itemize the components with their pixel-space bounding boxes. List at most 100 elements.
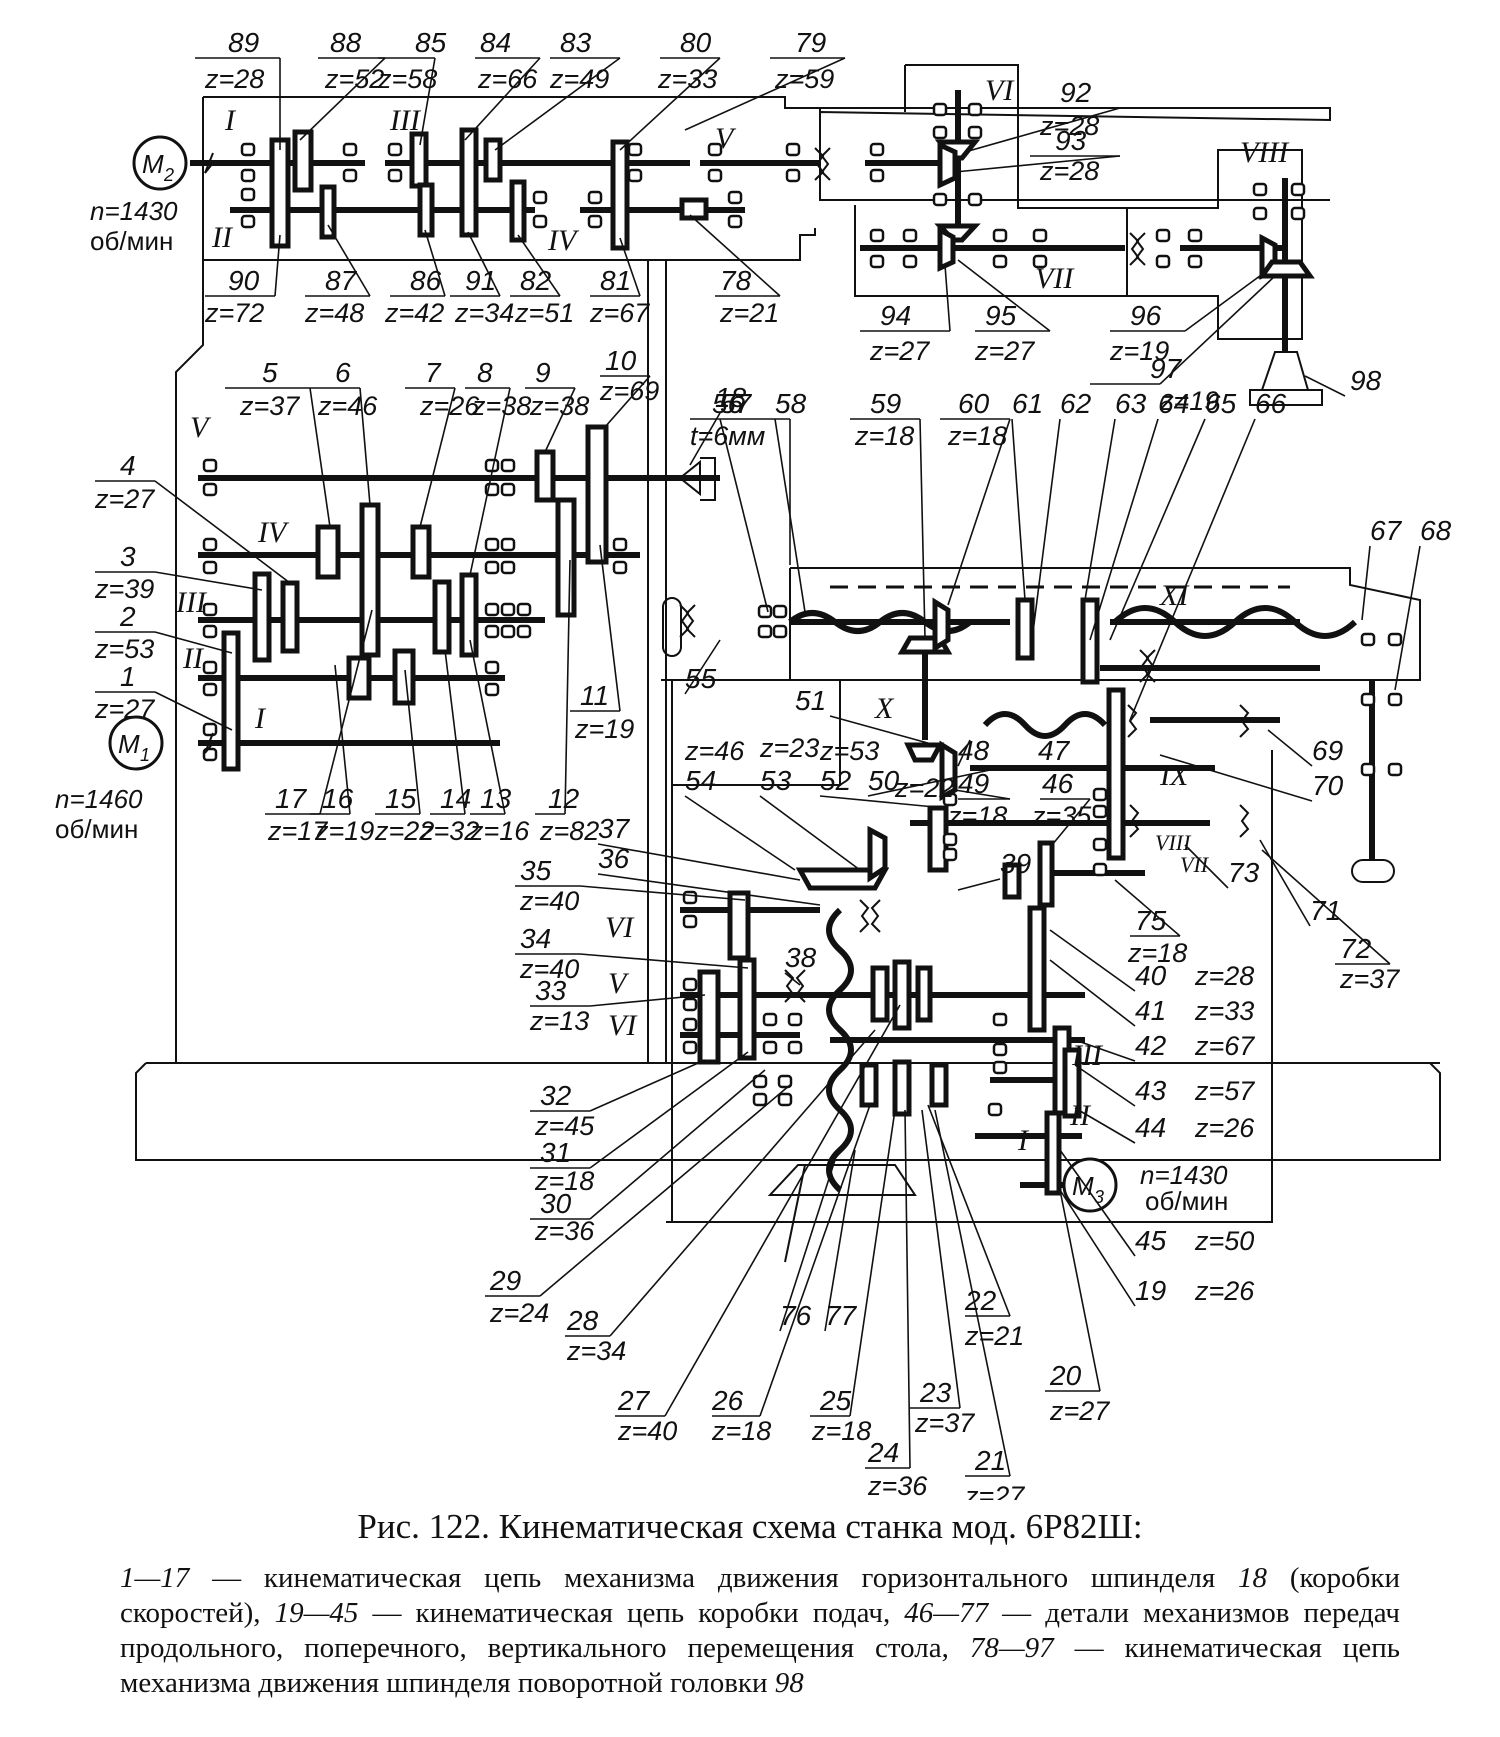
tooth-count: z=27	[1049, 1396, 1110, 1426]
part-number: 21	[974, 1445, 1006, 1476]
svg-text:VIII: VIII	[1240, 136, 1290, 169]
bearing-icon	[516, 602, 532, 617]
tooth-count: z=67	[589, 298, 650, 328]
part-label-85: 85z=58	[377, 27, 447, 94]
part-label-34: 34z=40	[519, 923, 579, 984]
bearing-icon	[772, 624, 788, 639]
svg-text:I: I	[1017, 1124, 1030, 1157]
part-label-27: 27z=40	[617, 1385, 677, 1446]
bearing-icon	[1360, 692, 1376, 707]
bearing-icon	[387, 168, 403, 183]
bearing-icon	[992, 1012, 1008, 1027]
bearing-icon	[202, 482, 218, 497]
part-number: 95	[985, 300, 1017, 331]
leader-line	[1361, 545, 1371, 621]
part-label-94: 94z=27	[869, 300, 930, 366]
leader-line	[1084, 418, 1116, 601]
part-label-46: 46z=35	[1031, 768, 1092, 831]
part-number: 73	[1228, 857, 1260, 888]
bearing-icon	[992, 254, 1008, 269]
tooth-count: z=18	[811, 1416, 871, 1446]
motor-m1: M 1 n=1460 об/мин	[55, 715, 164, 844]
part-number: 54	[685, 765, 716, 796]
bearing-icon	[1155, 254, 1171, 269]
tooth-count: z=38	[471, 391, 531, 421]
bearing-icon	[987, 1102, 1003, 1117]
part-number: 18	[715, 382, 747, 413]
leader-line	[419, 57, 436, 146]
part-number: 26	[711, 1385, 744, 1416]
bearing-icon	[932, 125, 948, 140]
tooth-count: z=40	[617, 1416, 677, 1446]
bearing-icon	[869, 142, 885, 157]
svg-text:1: 1	[140, 745, 150, 765]
part-label-17: 17z=17	[267, 783, 328, 846]
leader-line	[1159, 754, 1313, 802]
part-number: 33	[535, 975, 567, 1006]
svg-text:n=1460: n=1460	[55, 784, 143, 814]
part-label-37: 37	[598, 813, 631, 844]
part-number: 55	[685, 663, 717, 694]
bearing-icon	[484, 624, 500, 639]
bearing-icon	[682, 890, 698, 905]
leader-line	[1051, 798, 1091, 846]
tooth-count: z=69	[599, 376, 659, 406]
part-label-25: 25z=18	[811, 1385, 871, 1446]
part-number: 72	[1340, 933, 1372, 964]
part-label-21: 21z=27	[964, 1445, 1025, 1500]
leader-line	[1259, 839, 1311, 927]
part-number: 19	[1135, 1275, 1166, 1306]
part-label-59: 59z=18	[854, 388, 914, 451]
bearing-icon	[1252, 182, 1268, 197]
bearing-icon	[240, 187, 256, 202]
part-number: 31	[540, 1137, 571, 1168]
part-label-20: 20z=27	[1049, 1360, 1110, 1426]
tooth-count: z=36	[534, 1216, 595, 1246]
svg-text:3: 3	[1094, 1187, 1104, 1207]
bearing-icon	[777, 1074, 793, 1089]
part-number: 29	[489, 1265, 521, 1296]
part-number: 78	[720, 265, 752, 296]
leader-line	[619, 57, 721, 151]
leader-line	[1011, 418, 1026, 601]
leader-line	[327, 224, 371, 297]
part-number: 89	[228, 27, 259, 58]
leader-line	[1129, 418, 1256, 721]
tooth-count: z=37	[914, 1408, 975, 1438]
leader-line	[579, 953, 749, 969]
part-number: 56	[712, 388, 744, 419]
tooth-count: z=19	[314, 816, 374, 846]
bearing-icon	[484, 660, 500, 675]
tooth-count: z=19	[1159, 386, 1219, 416]
bearing-icon	[202, 722, 218, 737]
part-number: 65	[1205, 388, 1237, 419]
leader-line	[1089, 418, 1159, 641]
svg-text:M: M	[1072, 1171, 1094, 1201]
leader-line	[589, 1069, 766, 1220]
bearing-icon	[869, 254, 885, 269]
tooth-count: z=72	[204, 298, 264, 328]
part-label-72: 72z=37	[1339, 933, 1400, 994]
leader-line	[424, 229, 446, 297]
part-label-68: 68	[1420, 515, 1452, 546]
bearing-icon	[202, 537, 218, 552]
part-label-51: 51	[795, 685, 826, 716]
bearing-icon	[484, 537, 500, 552]
bearing-icon	[1290, 206, 1306, 221]
bearing-icon	[787, 1012, 803, 1027]
part-label-69: 69	[1312, 735, 1343, 766]
part-number: 83	[560, 27, 592, 58]
tooth-count: z=18	[947, 801, 1007, 831]
svg-text:M: M	[118, 729, 140, 759]
part-label-36: 36	[598, 843, 630, 874]
leader-line	[589, 1051, 749, 1169]
bearing-icon	[967, 102, 983, 117]
part-number: 23	[919, 1377, 952, 1408]
leader-line	[154, 691, 233, 731]
part-number: 70	[1312, 770, 1344, 801]
bearing-icon	[1092, 804, 1108, 819]
part-number: 86	[410, 265, 442, 296]
part-label-9: 9z=38	[529, 357, 589, 421]
